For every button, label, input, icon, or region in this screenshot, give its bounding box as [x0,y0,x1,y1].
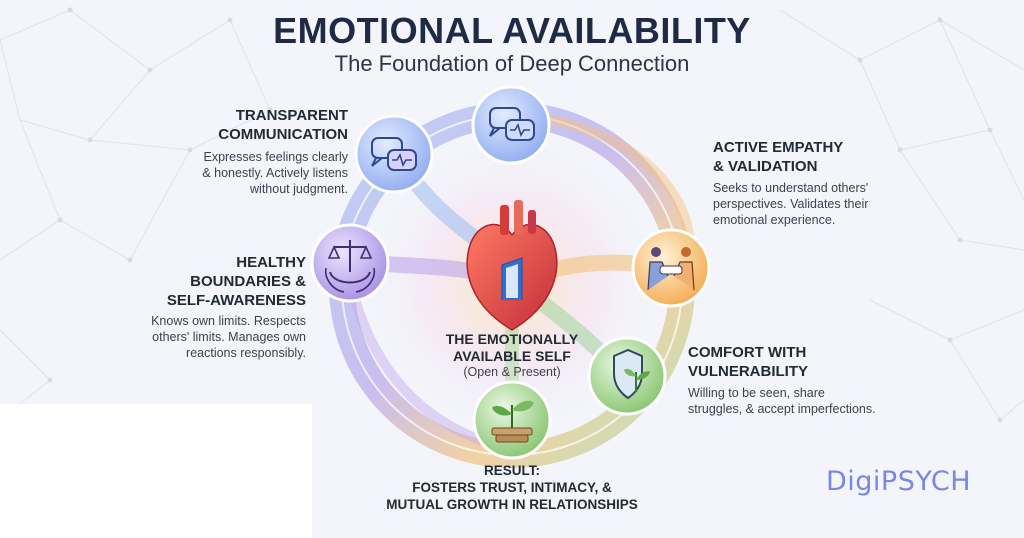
node-body-line: & honestly. Actively listens [202,166,348,180]
result-line: RESULT: [484,463,540,478]
node-body-line: reactions responsibly. [186,346,306,360]
brand-logo: DigiPSYCH [826,466,972,497]
node-body-line: struggles, & accept imperfections. [688,402,876,416]
node-heading-line: TRANSPARENT [235,107,348,124]
node-body-line: others' limits. Manages own [152,330,306,344]
node-body-line: emotional experience. [713,213,836,227]
node-heading-line: BOUNDARIES & [190,273,306,290]
node-active-empathy: ACTIVE EMPATHY & VALIDATION Seeks to und… [713,138,933,228]
page-title: EMOTIONAL AVAILABILITY [273,10,751,51]
node-transparent-communication: TRANSPARENT COMMUNICATION Expresses feel… [150,106,348,197]
node-heading-line: HEALTHY [236,254,306,271]
speech-bubbles-icon [471,85,551,165]
node-heading-line: SELF-AWARENESS [166,292,306,309]
node-body-line: Knows own limits. Respects [151,314,306,328]
page-subtitle: The Foundation of Deep Connection [334,51,690,76]
shield-sprout-icon [587,336,667,416]
node-heading-line: ACTIVE EMPATHY [713,139,844,156]
result-line: MUTUAL GROWTH IN RELATIONSHIPS [386,497,638,512]
node-body-line: without judgment. [250,182,348,196]
blank-panel [0,404,312,538]
center-label-line: AVAILABLE SELF [453,348,571,364]
result-line: FOSTERS TRUST, INTIMACY, & [412,480,612,495]
node-body-line: Seeks to understand others' [713,181,869,195]
result-label: RESULT: FOSTERS TRUST, INTIMACY, & MUTUA… [352,462,672,513]
node-heading-line: VULNERABILITY [688,363,808,380]
node-heading-line: & VALIDATION [713,158,818,175]
speech-bubbles-icon [354,114,434,194]
node-heading-line: COMMUNICATION [218,126,348,143]
node-heading-line: COMFORT WITH [688,344,807,361]
node-body-line: Willing to be seen, share [688,386,825,400]
node-body-line: Expresses feelings clearly [203,150,348,164]
center-sub-label: (Open & Present) [463,365,561,379]
balance-scale-hands-icon [310,223,390,303]
center-label-line: THE EMOTIONALLY [445,331,579,347]
handshake-icon [631,228,711,308]
node-body-line: perspectives. Validates their [713,197,869,211]
sprout-icon [472,380,552,460]
heart-icon [466,200,558,331]
node-healthy-boundaries: HEALTHY BOUNDARIES & SELF-AWARENESS Know… [120,253,306,361]
node-comfort-vulnerability: COMFORT WITH VULNERABILITY Willing to be… [688,343,918,417]
center-self-label: THE EMOTIONALLY AVAILABLE SELF (Open & P… [432,331,592,379]
